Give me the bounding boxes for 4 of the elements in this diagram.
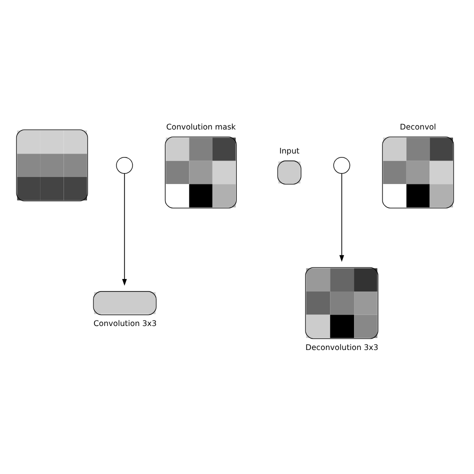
arrow [122,172,127,286]
node-circle [116,156,133,174]
arrow [339,172,344,262]
node-circle [333,156,350,174]
